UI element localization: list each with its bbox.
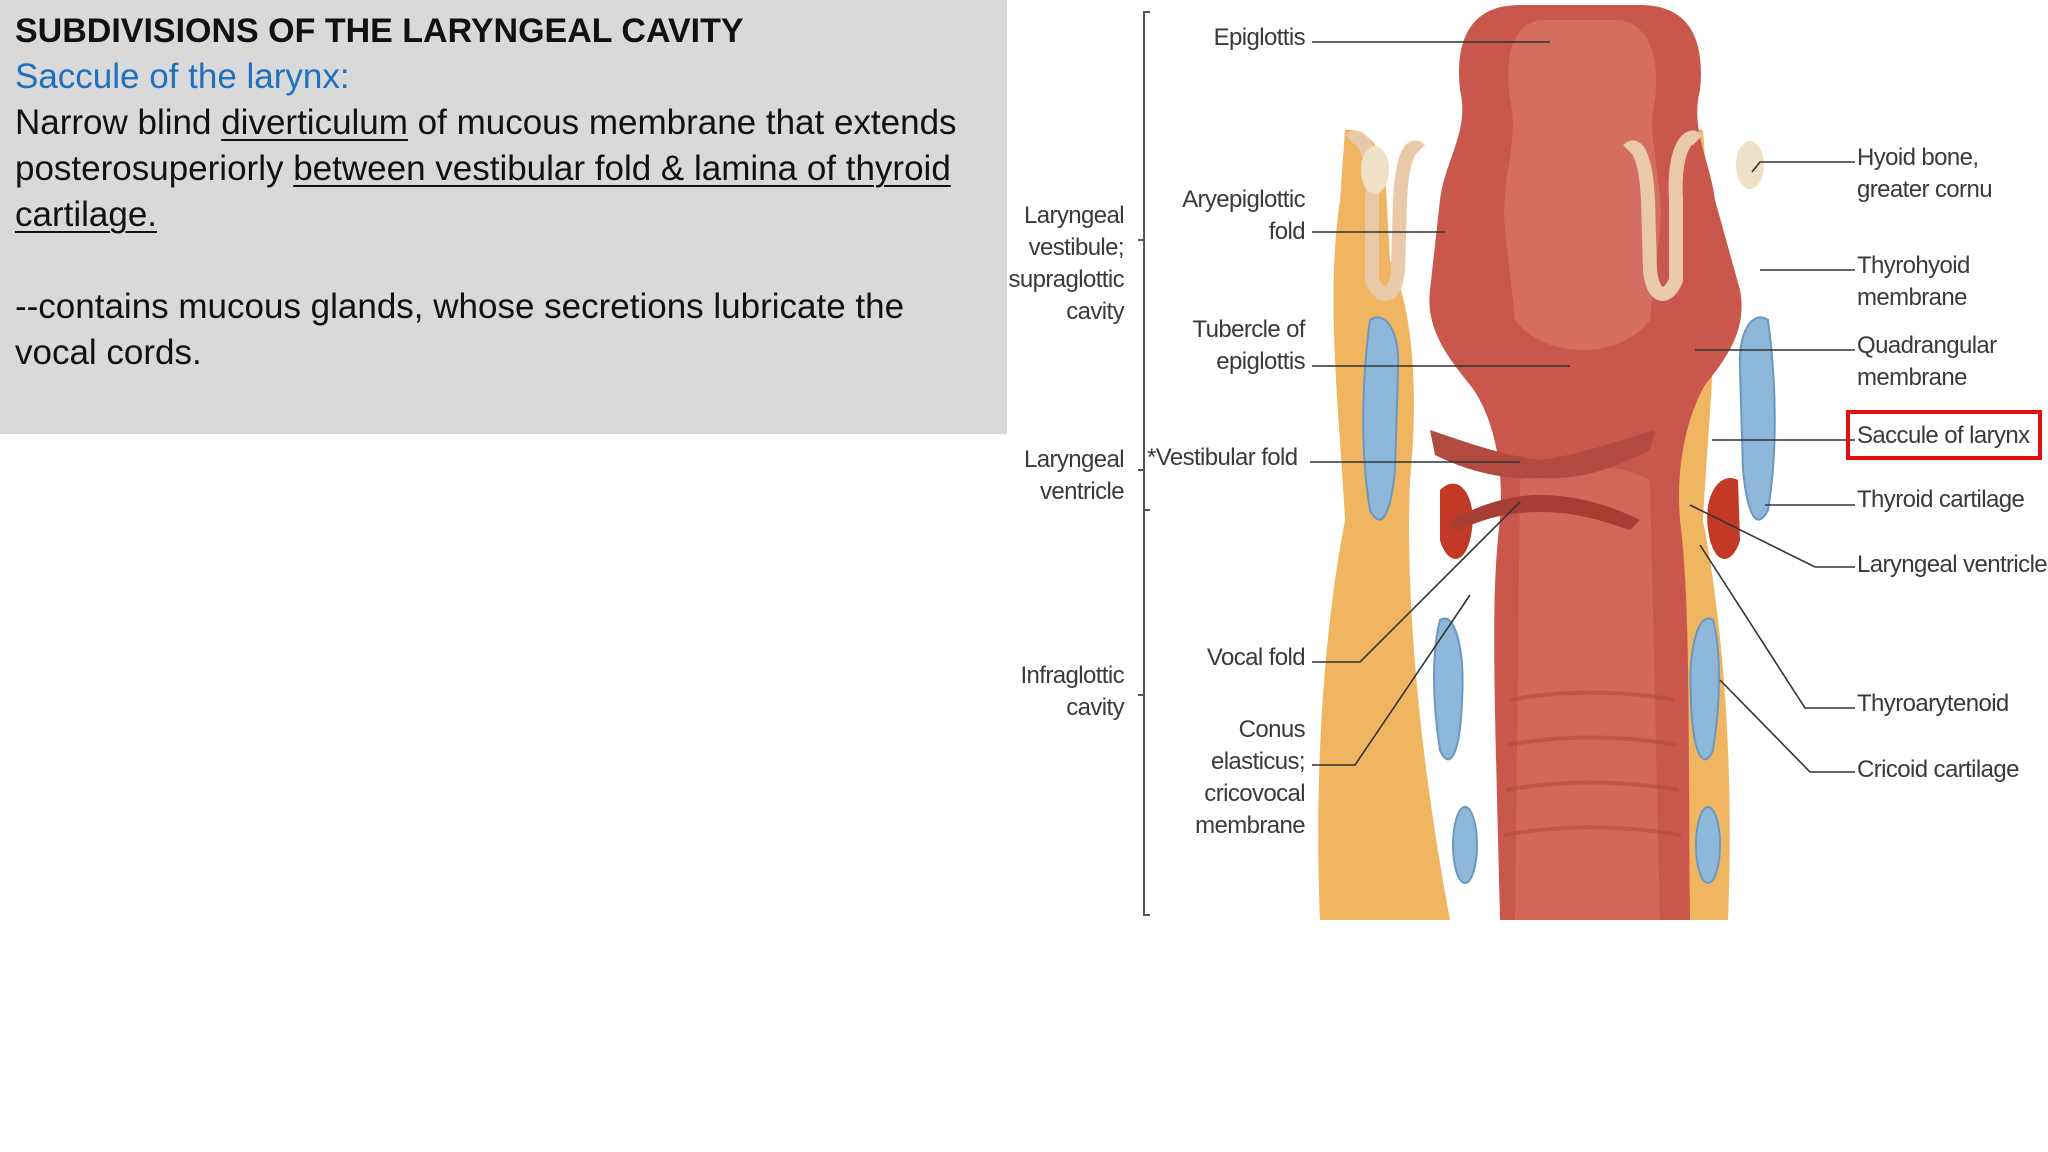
larynx-diagram: Laryngeal vestibule; supraglottic cavity… xyxy=(1000,0,2048,930)
slide-title: SUBDIVISIONS OF THE LARYNGEAL CAVITY xyxy=(15,8,744,54)
label-line: supraglottic xyxy=(1000,264,1124,296)
thyroarytenoid-right xyxy=(1707,478,1740,559)
label-line: Quadrangular xyxy=(1857,330,1997,362)
label-conus-elasticus: Conus elasticus; cricovocal membrane xyxy=(1150,714,1305,842)
label-line: membrane xyxy=(1857,282,1970,314)
label-line: fold xyxy=(1150,216,1305,248)
mucosa-highlight xyxy=(1504,20,1661,350)
label-epiglottis: Epiglottis xyxy=(1150,22,1305,54)
label-line: epiglottis xyxy=(1150,346,1305,378)
label-laryngeal-ventricle-right: Laryngeal ventricle xyxy=(1857,549,2047,581)
term-diverticulum: diverticulum xyxy=(221,103,408,142)
hyoid-left xyxy=(1361,146,1389,194)
paragraph2-line-2: vocal cords. xyxy=(15,330,202,376)
cricoid-right-lower xyxy=(1696,807,1720,883)
label-quadrangular-membrane: Quadrangular membrane xyxy=(1857,330,1997,394)
thyroid-cartilage-right xyxy=(1740,317,1775,519)
paragraph-line-2: posterosuperiorly between vestibular fol… xyxy=(15,146,951,192)
text-run: of mucous membrane that extends xyxy=(408,103,957,142)
paragraph-line-3: cartilage. xyxy=(15,192,157,238)
cricoid-left xyxy=(1434,618,1463,759)
label-thyrohyoid-membrane: Thyrohyoid membrane xyxy=(1857,250,1970,314)
label-line: cavity xyxy=(1000,692,1124,724)
term-location: between vestibular fold & lamina of thyr… xyxy=(293,149,951,188)
cricoid-left-lower xyxy=(1453,807,1477,883)
label-cricoid-cartilage: Cricoid cartilage xyxy=(1857,754,2019,786)
label-line: greater cornu xyxy=(1857,174,1992,206)
label-infraglottic-cavity: Infraglottic cavity xyxy=(1000,660,1124,724)
text-panel: SUBDIVISIONS OF THE LARYNGEAL CAVITY Sac… xyxy=(0,0,1007,434)
text-run: Narrow blind xyxy=(15,103,221,142)
label-line: cavity xyxy=(1000,296,1124,328)
term-cartilage: cartilage. xyxy=(15,195,157,234)
label-line: Conus xyxy=(1150,714,1305,746)
text-run: posterosuperiorly xyxy=(15,149,293,188)
label-laryngeal-ventricle-left: Laryngeal ventricle xyxy=(1000,444,1124,508)
label-line: Tubercle of xyxy=(1150,314,1305,346)
cricoid-right xyxy=(1690,618,1719,759)
label-line: Laryngeal xyxy=(1000,200,1124,232)
label-line: elasticus; xyxy=(1150,746,1305,778)
label-line: Thyrohyoid xyxy=(1857,250,1970,282)
label-aryepiglottic-fold: Aryepiglottic fold xyxy=(1150,184,1305,248)
label-line: Infraglottic xyxy=(1000,660,1124,692)
label-line: membrane xyxy=(1150,810,1305,842)
label-hyoid-bone: Hyoid bone, greater cornu xyxy=(1857,142,1992,206)
label-line: Hyoid bone, xyxy=(1857,142,1992,174)
label-vestibular-fold: *Vestibular fold xyxy=(1147,442,1298,474)
label-line: membrane xyxy=(1857,362,1997,394)
label-laryngeal-vestibule: Laryngeal vestibule; supraglottic cavity xyxy=(1000,200,1124,328)
paragraph-line-1: Narrow blind diverticulum of mucous memb… xyxy=(15,100,957,146)
label-line: Aryepiglottic xyxy=(1150,184,1305,216)
thyroid-cartilage-left xyxy=(1363,317,1398,519)
paragraph2-line-1: --contains mucous glands, whose secretio… xyxy=(15,284,904,330)
label-line: Laryngeal xyxy=(1000,444,1124,476)
label-tubercle-of-epiglottis: Tubercle of epiglottis xyxy=(1150,314,1305,378)
paraglottic-fat xyxy=(1318,130,1450,920)
label-line: ventricle xyxy=(1000,476,1124,508)
label-line: cricovocal xyxy=(1150,778,1305,810)
hyoid-right xyxy=(1736,141,1764,189)
label-vocal-fold: Vocal fold xyxy=(1150,642,1305,674)
label-line: vestibule; xyxy=(1000,232,1124,264)
slide-subtitle: Saccule of the larynx: xyxy=(15,54,350,100)
label-thyroid-cartilage: Thyroid cartilage xyxy=(1857,484,2024,516)
label-thyroarytenoid: Thyroarytenoid xyxy=(1857,688,2009,720)
label-text: Vestibular fold xyxy=(1156,444,1298,471)
highlight-box xyxy=(1846,410,2042,460)
